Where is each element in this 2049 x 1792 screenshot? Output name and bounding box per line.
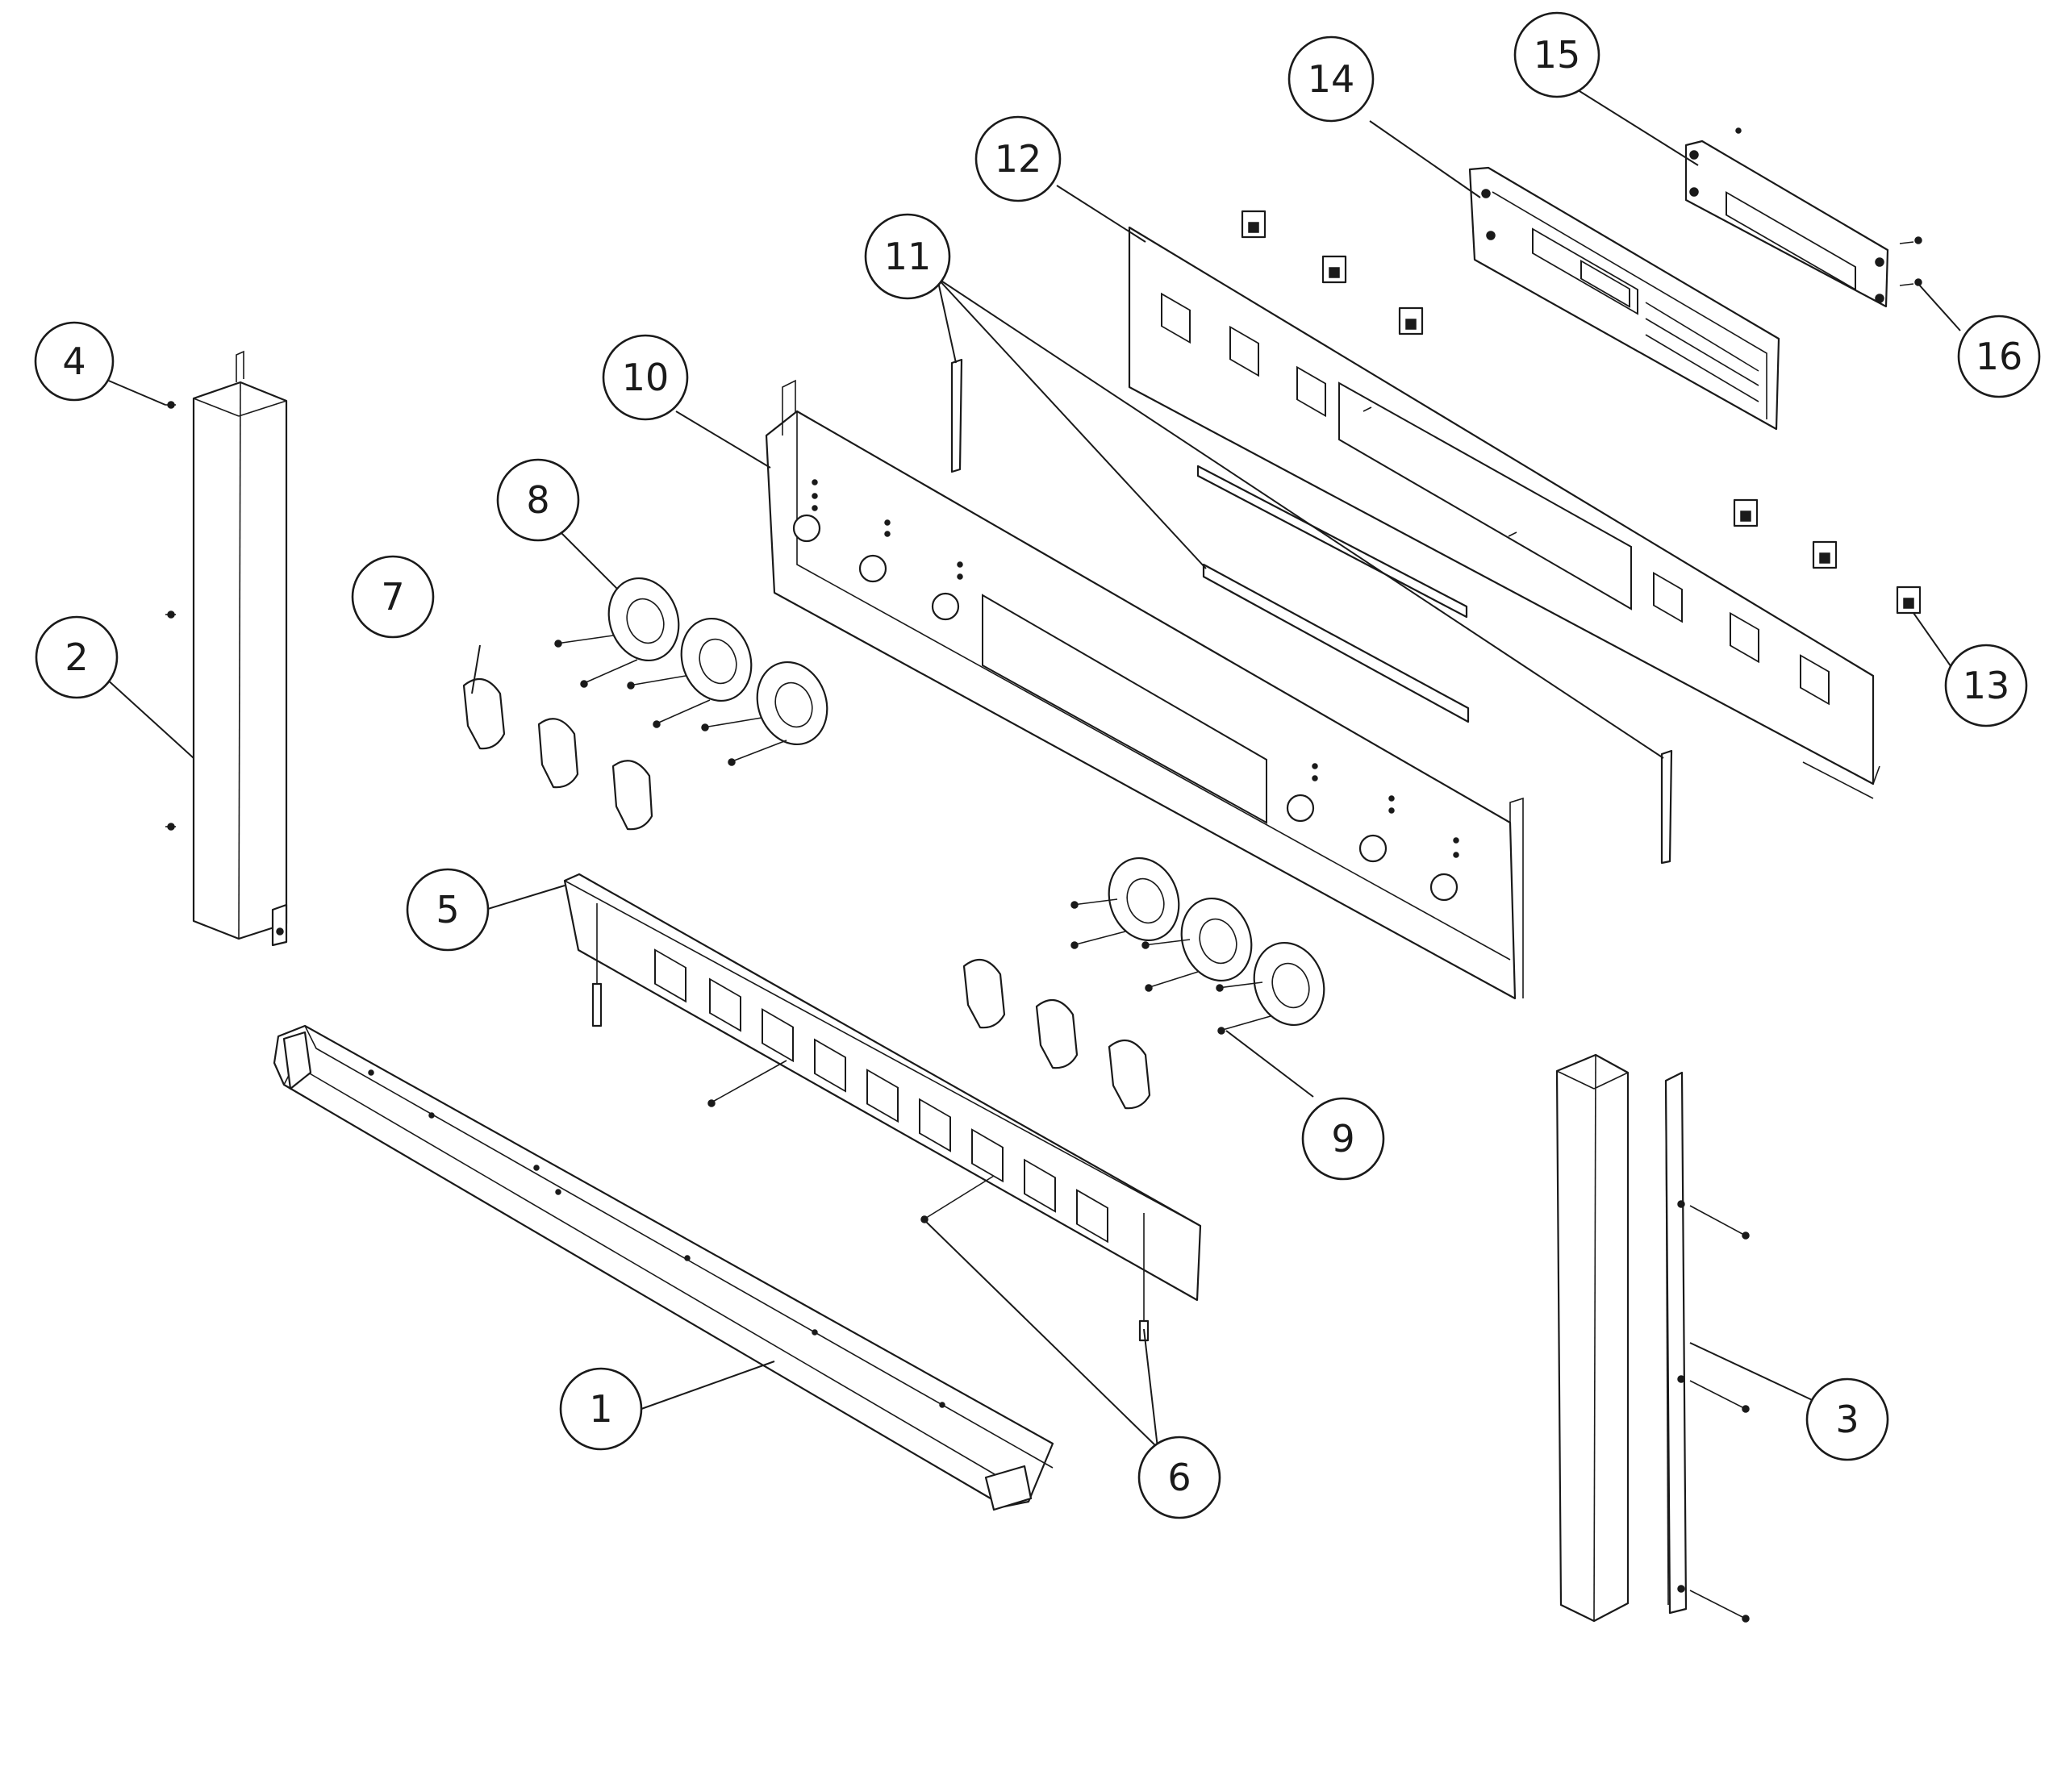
callout-2-label: 2 bbox=[65, 636, 88, 679]
callout-13: 13 bbox=[1944, 644, 2028, 727]
display-bezel bbox=[1684, 127, 1889, 308]
callout-5-label: 5 bbox=[436, 888, 459, 931]
bezel-screws bbox=[1899, 236, 1922, 286]
bottom-trim-rail bbox=[273, 1024, 1054, 1511]
callout-7: 7 bbox=[351, 555, 435, 639]
vent-panel bbox=[563, 873, 1202, 1342]
knob-bezels-lower bbox=[1070, 856, 1325, 1035]
callout-11-label: 11 bbox=[884, 235, 932, 278]
trim-strips bbox=[950, 358, 1673, 865]
callout-13-label: 13 bbox=[1963, 664, 2010, 707]
callout-11: 11 bbox=[864, 213, 951, 300]
callout-14: 14 bbox=[1287, 35, 1375, 123]
callout-12: 12 bbox=[974, 115, 1062, 202]
callout-16-label: 16 bbox=[1976, 335, 2023, 378]
right-end-cap bbox=[1555, 1053, 1688, 1623]
callout-9: 9 bbox=[1301, 1097, 1385, 1181]
switches bbox=[1241, 210, 1922, 615]
left-end-cap bbox=[192, 350, 288, 947]
callout-15-label: 15 bbox=[1534, 33, 1581, 77]
callout-4-label: 4 bbox=[62, 340, 86, 383]
callout-15: 15 bbox=[1513, 11, 1600, 98]
callout-12-label: 12 bbox=[995, 137, 1042, 181]
callout-4: 4 bbox=[34, 321, 115, 402]
callout-9-label: 9 bbox=[1331, 1117, 1354, 1161]
main-control-panel bbox=[765, 379, 1524, 1000]
leader-lines bbox=[104, 86, 1961, 1448]
callout-3-label: 3 bbox=[1835, 1398, 1859, 1441]
vent-panel-screws bbox=[707, 1060, 995, 1223]
right-end-cap-screws bbox=[1689, 1205, 1750, 1623]
callout-8: 8 bbox=[496, 458, 580, 542]
knob-bezels-upper bbox=[554, 577, 828, 766]
callout-8-label: 8 bbox=[526, 478, 549, 522]
knobs-lower bbox=[962, 958, 1151, 1110]
vent-slots bbox=[654, 948, 1108, 1244]
callout-10: 10 bbox=[602, 334, 689, 421]
callout-1-label: 1 bbox=[589, 1387, 612, 1431]
callout-16: 16 bbox=[1957, 315, 2041, 398]
callout-14-label: 14 bbox=[1308, 57, 1355, 101]
callout-7-label: 7 bbox=[381, 575, 404, 619]
knobs-upper bbox=[462, 677, 653, 831]
left-end-cap-screws bbox=[165, 401, 176, 831]
callout-2: 2 bbox=[35, 615, 119, 699]
callout-10-label: 10 bbox=[622, 356, 670, 399]
callout-6-label: 6 bbox=[1167, 1456, 1191, 1499]
back-panel bbox=[1128, 226, 1880, 799]
callout-3: 3 bbox=[1805, 1377, 1889, 1461]
callout-6: 6 bbox=[1137, 1436, 1221, 1519]
callout-1: 1 bbox=[559, 1367, 643, 1451]
control-board bbox=[1468, 166, 1780, 431]
callout-5: 5 bbox=[406, 868, 490, 952]
